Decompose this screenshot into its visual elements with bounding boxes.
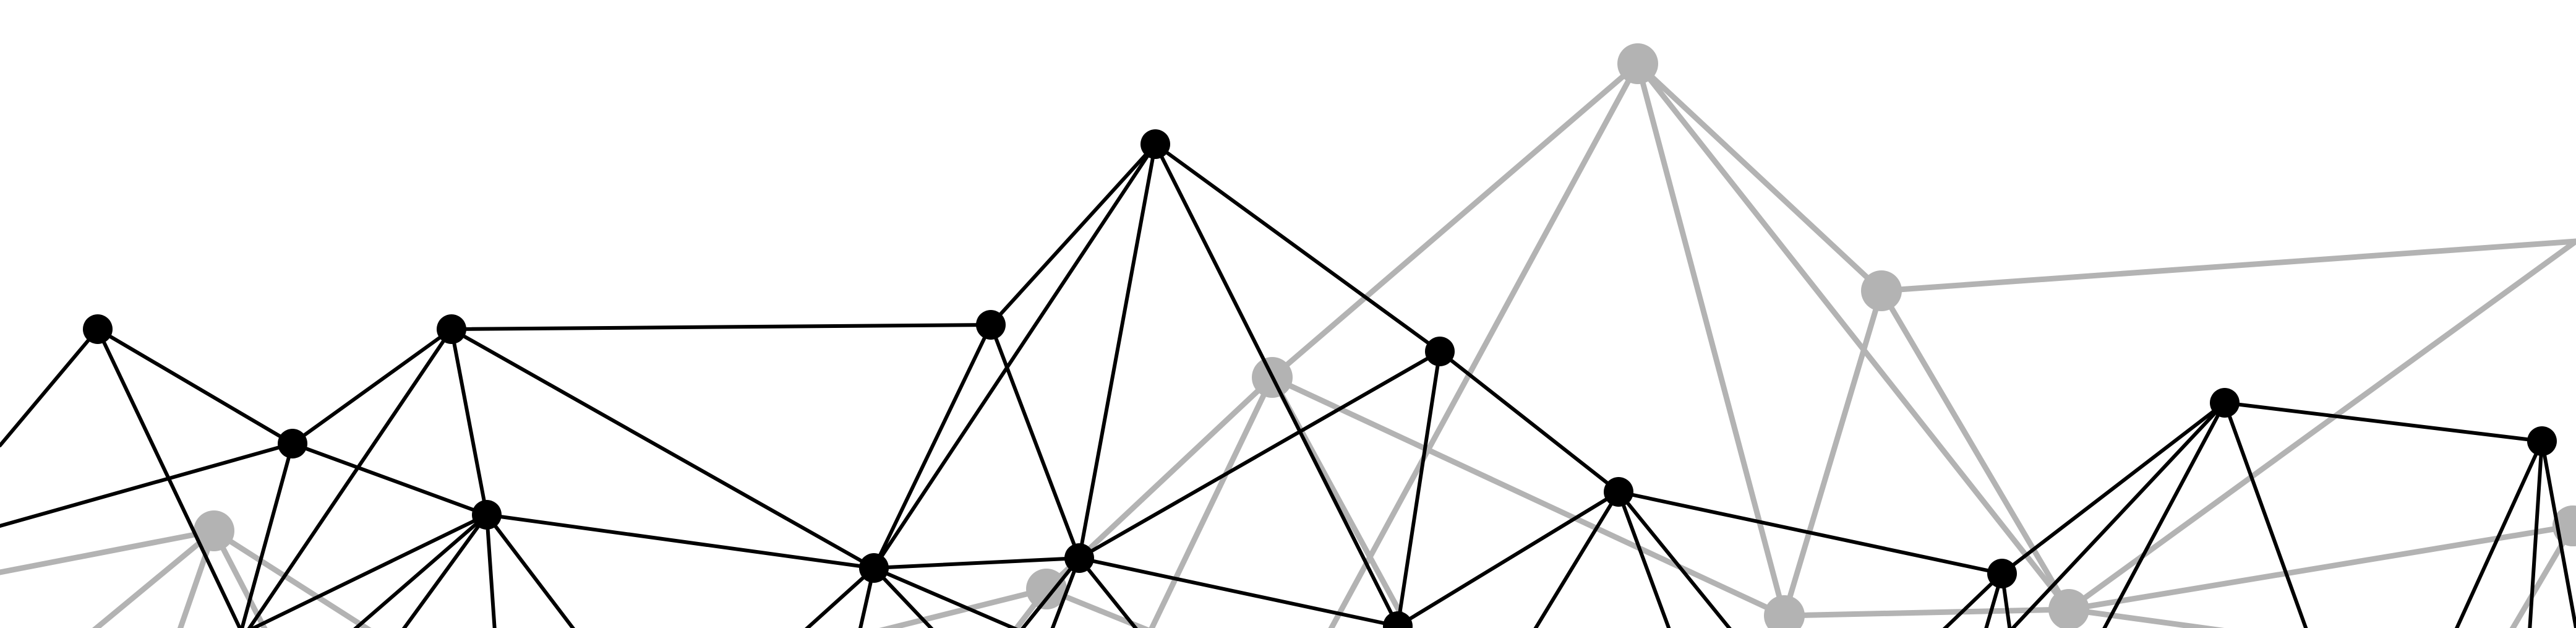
back-node-g2 — [1861, 270, 1902, 311]
front-edge-b5-b6 — [989, 142, 1157, 327]
front-node-b5 — [976, 310, 1006, 340]
front-edge-b2-b3 — [291, 327, 453, 445]
back-edge-g4-gb2 — [92, 528, 217, 628]
front-node-b12 — [1987, 559, 2017, 588]
front-edge-b3-fb1 — [0, 442, 294, 528]
front-edge-b2-b5 — [450, 323, 993, 331]
front-edge-b13-fb21 — [2010, 401, 2227, 628]
back-layer-nodes — [194, 43, 2576, 628]
back-edge-g1-g2 — [1635, 61, 1885, 294]
front-node-b6 — [1140, 129, 1170, 159]
front-node-b2 — [437, 314, 466, 344]
front-edge-b10-fb18 — [1617, 490, 1732, 628]
front-edge-b4-fb9 — [485, 513, 575, 628]
front-node-b1 — [83, 314, 113, 344]
back-edge-g7-g8 — [2066, 238, 2576, 613]
front-edge-b10-b12 — [1617, 490, 2004, 575]
front-edge-b1-fb2 — [0, 327, 100, 447]
back-edge-g3-gb8 — [1149, 374, 1275, 628]
front-edge-b4-fb5 — [249, 513, 489, 628]
front-edge-b6-b9 — [1077, 142, 1157, 560]
front-node-b4 — [472, 500, 502, 530]
back-edge-g2-g7 — [1878, 288, 2072, 613]
back-edge-g1-gb9 — [1328, 61, 1641, 628]
front-layer-edges — [0, 142, 2576, 628]
back-edge-g6-g7 — [1781, 606, 2072, 619]
back-edge-g7-g9 — [2066, 523, 2576, 613]
front-edge-b3-fb4 — [240, 442, 294, 628]
front-node-b7 — [1425, 337, 1455, 366]
back-edge-g1-g3 — [1269, 61, 1641, 381]
front-node-b3 — [278, 429, 307, 458]
front-edge-b14-fb24 — [2454, 439, 2544, 628]
back-edge-g2-g8 — [1878, 238, 2576, 294]
front-edge-b2-b4 — [450, 327, 489, 517]
front-node-b11 — [1383, 611, 1413, 628]
front-edge-b6-b8 — [872, 142, 1157, 570]
back-node-g7 — [2048, 589, 2089, 628]
front-edge-b2-fb5 — [247, 327, 453, 628]
front-edge-b2-b8 — [450, 327, 876, 570]
back-edge-g3-g6 — [1269, 374, 1787, 619]
back-node-g1 — [1617, 43, 1658, 84]
front-edge-b13-fb23 — [2223, 401, 2308, 628]
back-edge-g4-gb1 — [0, 528, 217, 575]
front-layer-nodes — [83, 129, 2557, 628]
front-node-b9 — [1064, 543, 1094, 573]
front-edge-b7-b10 — [1438, 350, 1620, 494]
front-edge-b4-fb6 — [353, 513, 489, 628]
back-node-g4 — [194, 510, 234, 551]
back-node-g5 — [1026, 569, 1067, 609]
front-edge-b14-fb25 — [2528, 439, 2544, 628]
front-edge-b5-b9 — [989, 323, 1081, 560]
front-node-b14 — [2527, 426, 2557, 456]
front-edge-b13-b14 — [2223, 401, 2544, 443]
front-edge-b12-b13 — [2000, 401, 2227, 575]
front-edge-b9-fb15 — [1077, 556, 1138, 628]
front-edge-b14-fb26 — [2540, 439, 2576, 628]
back-edge-g4-gb5 — [211, 528, 372, 628]
front-edge-b4-b8 — [485, 513, 876, 570]
front-edge-b9-fb13 — [1021, 556, 1081, 628]
front-node-b8 — [859, 553, 889, 583]
back-edge-g1-g6 — [1635, 61, 1787, 619]
back-edge-g5-gb6 — [879, 586, 1050, 628]
front-edge-b8-fb13 — [872, 566, 1018, 628]
back-edge-g7-gb11 — [2066, 606, 2225, 628]
front-edge-b8-b9 — [872, 556, 1081, 570]
front-edge-b3-b4 — [291, 442, 489, 517]
front-edge-b7-b9 — [1077, 350, 1442, 560]
front-edge-b10-b11 — [1396, 490, 1620, 628]
front-edge-b4-fb8 — [485, 513, 497, 628]
front-node-b10 — [1604, 477, 1633, 507]
front-edge-b10-fb16 — [1533, 490, 1620, 628]
front-edge-b1-b3 — [96, 327, 294, 445]
front-edge-b9-b11 — [1077, 556, 1400, 628]
back-node-g6 — [1764, 595, 1805, 628]
front-edge-b8-fb10 — [805, 566, 876, 628]
front-edge-b5-b8 — [872, 323, 993, 570]
front-edge-b7-b11 — [1396, 350, 1442, 628]
front-edge-b4-fb7 — [401, 513, 489, 628]
back-layer-edges — [0, 61, 2576, 628]
front-edge-b6-b7 — [1153, 142, 1442, 353]
front-edge-b6-b11 — [1153, 142, 1400, 628]
front-edge-b13-fb22 — [2102, 401, 2227, 628]
back-edge-g1-g7 — [1635, 61, 2072, 613]
front-node-b13 — [2210, 388, 2240, 418]
back-edge-g2-g6 — [1781, 288, 1885, 619]
front-edge-b10-fb17 — [1617, 490, 1671, 628]
